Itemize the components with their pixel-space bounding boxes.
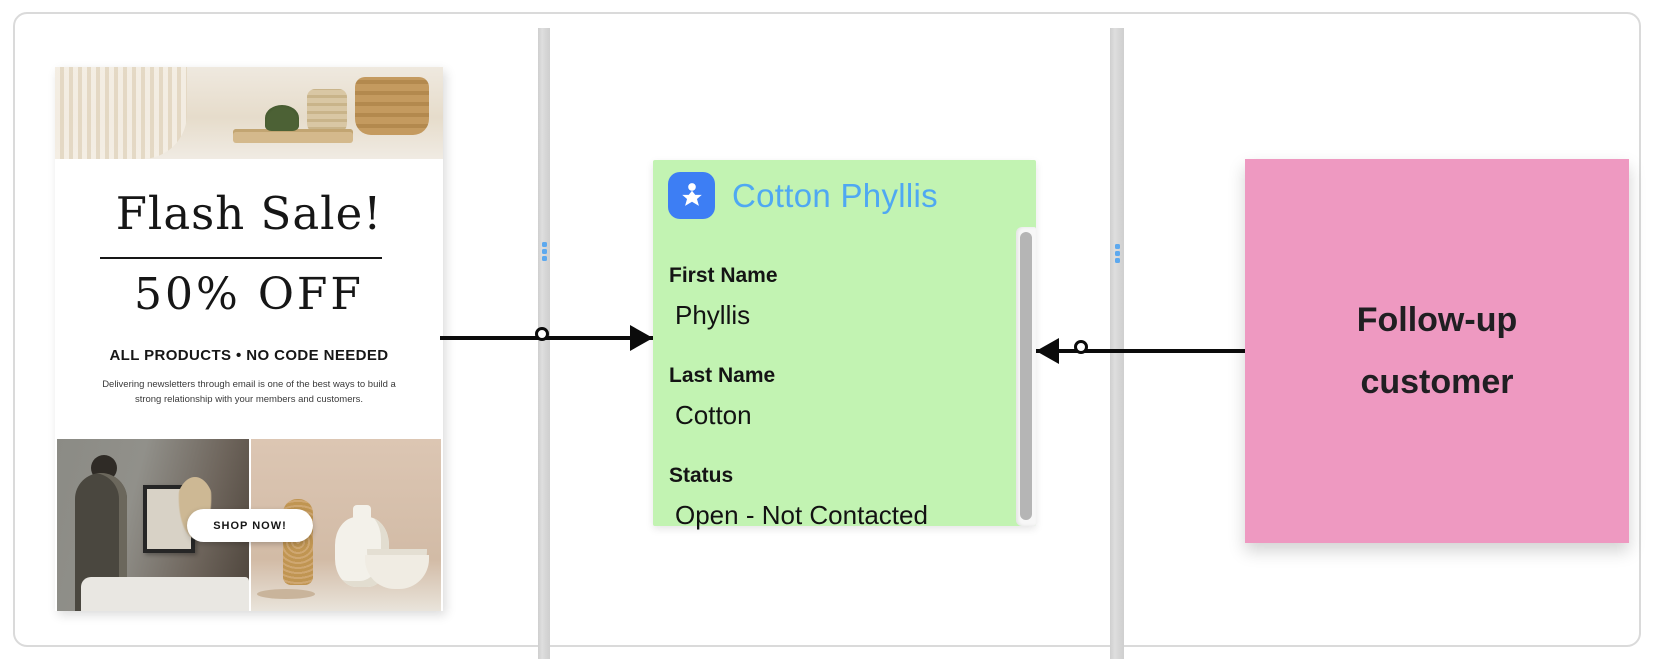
field-value: Cotton xyxy=(675,400,752,430)
card-scrollbar-thumb[interactable] xyxy=(1020,232,1032,520)
flyer-body-text: Delivering newsletters through email is … xyxy=(102,379,396,405)
plant-shape xyxy=(264,105,299,131)
divider-drag-handle-right[interactable] xyxy=(1115,244,1120,263)
drag-dot xyxy=(542,242,547,247)
table-surface-shape xyxy=(81,577,249,611)
drag-dot xyxy=(1115,258,1120,263)
connector-arrowhead-right xyxy=(1036,338,1059,364)
flyer-divider-line xyxy=(100,257,382,259)
field-value: Phyllis xyxy=(675,300,751,330)
panel-divider-left[interactable] xyxy=(538,28,550,659)
panel-divider-right[interactable] xyxy=(1110,28,1124,659)
field-label: Last Name xyxy=(669,364,776,387)
field-label: Status xyxy=(669,464,734,487)
hero-photo xyxy=(55,67,443,159)
flow-canvas: Flash Sale! 50% OFF ALL PRODUCTS • NO CO… xyxy=(13,12,1641,659)
field-label: First Name xyxy=(669,264,778,287)
drag-dot xyxy=(1115,244,1120,249)
drag-dot xyxy=(1115,251,1120,256)
connector-line-right xyxy=(1036,349,1245,353)
flyer-subheadline: 50% OFF xyxy=(134,269,364,320)
wooden-tray-shape xyxy=(233,129,354,143)
drag-dot xyxy=(542,249,547,254)
field-value: Open - Not Contacted xyxy=(675,500,928,530)
field-last-name: Last Name Cotton xyxy=(669,363,999,431)
card-scrollbar-track[interactable] xyxy=(1016,227,1036,526)
contact-fields: First Name Phyllis Last Name Cotton Stat… xyxy=(669,263,999,563)
connector-arrowhead-left xyxy=(630,325,653,351)
lead-person-icon xyxy=(668,172,715,219)
field-first-name: First Name Phyllis xyxy=(669,263,999,331)
contact-record-card[interactable]: Cotton Phyllis First Name Phyllis Last N… xyxy=(653,160,1036,530)
small-basket-shape xyxy=(307,89,347,135)
flyer-headline: Flash Sale! xyxy=(115,187,383,240)
connector-anchor-circle-right[interactable] xyxy=(1074,340,1088,354)
jug-neck-shape xyxy=(353,505,371,521)
email-preview-card[interactable]: Flash Sale! 50% OFF ALL PRODUCTS • NO CO… xyxy=(55,67,443,611)
basket-shape xyxy=(355,77,429,135)
note-card[interactable]: Follow-up customer xyxy=(1245,159,1629,543)
divider-drag-handle-left[interactable] xyxy=(542,242,547,261)
macrame-decor-shape xyxy=(55,67,187,159)
drag-dot xyxy=(542,256,547,261)
contact-card-header: Cotton Phyllis xyxy=(668,172,938,219)
shop-now-button[interactable]: SHOP NOW! xyxy=(187,509,313,542)
field-status: Status Open - Not Contacted xyxy=(669,463,999,531)
note-text-line1: Follow-up xyxy=(1356,301,1518,339)
flyer-tagline: ALL PRODUCTS • NO CODE NEEDED xyxy=(109,347,389,364)
connector-anchor-circle-left[interactable] xyxy=(535,327,549,341)
contact-card-title: Cotton Phyllis xyxy=(732,176,938,214)
note-text-line2: customer xyxy=(1360,363,1514,401)
small-plate-shape xyxy=(257,589,315,599)
